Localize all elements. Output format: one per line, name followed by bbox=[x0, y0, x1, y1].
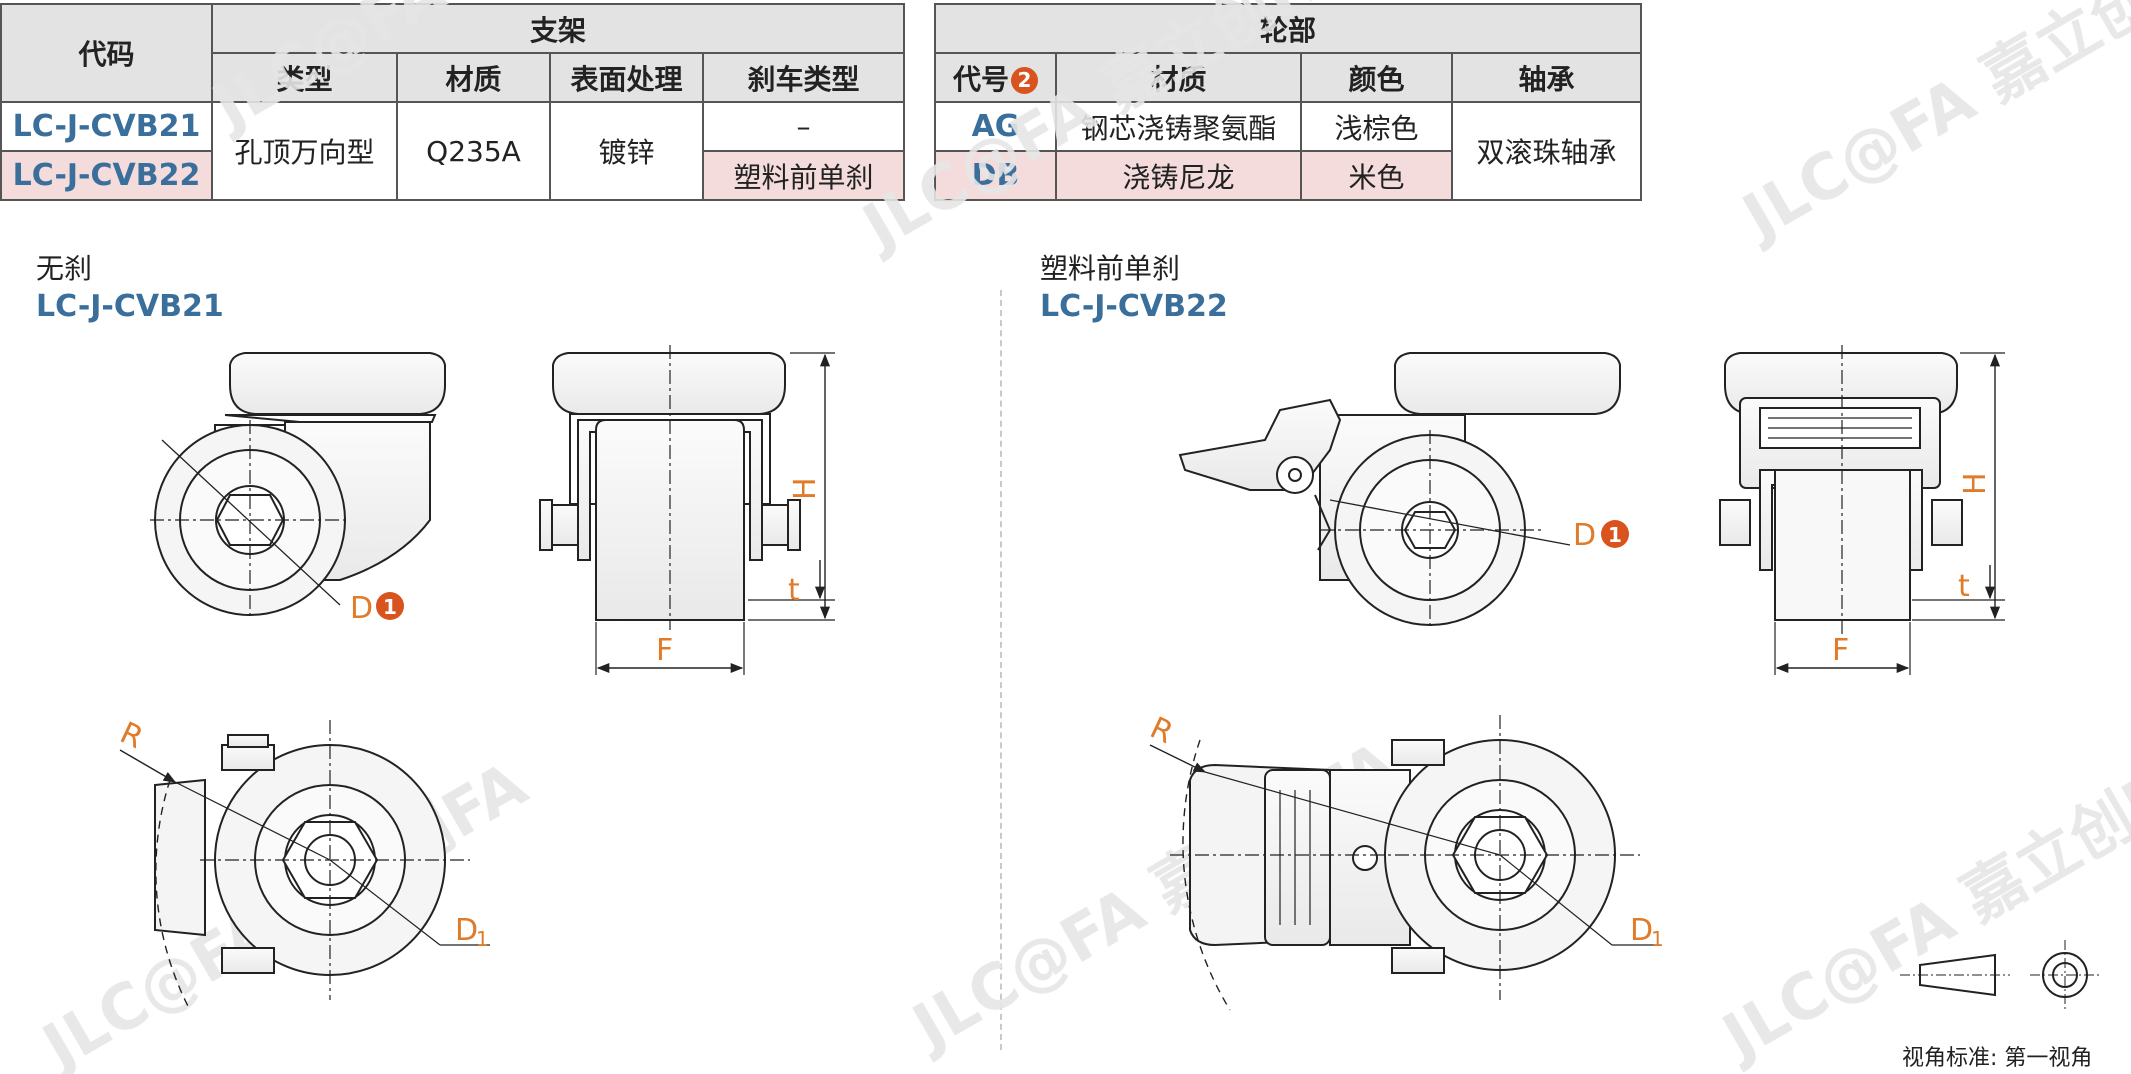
left-section-caption: 无刹 LC-J-CVB21 bbox=[36, 247, 224, 324]
table-row: LC-J-CVB21 孔顶万向型 Q235A 镀锌 – bbox=[0, 101, 906, 201]
material-header: 材质 bbox=[396, 52, 551, 103]
dim-f-right: F bbox=[1832, 633, 1849, 668]
wheel-code: DB bbox=[934, 150, 1057, 201]
wheel-color: 米色 bbox=[1300, 150, 1453, 201]
svg-text:JLC@FA 嘉立创FA: JLC@FA 嘉立创FA bbox=[1728, 0, 2131, 255]
dim-r-left: R bbox=[115, 716, 149, 757]
dim-r-right: R bbox=[1145, 711, 1179, 752]
dim-h-left: H bbox=[788, 477, 823, 500]
wheel-code: AG bbox=[934, 101, 1057, 152]
projection-standard-label: 视角标准: 第一视角 bbox=[1902, 1046, 2093, 1071]
right-section-caption: 塑料前单刹 LC-J-CVB22 bbox=[1040, 247, 1228, 324]
note-badge-number: 1 bbox=[1608, 523, 1622, 547]
table-row: LC-J-CVB22 塑料前单刹 bbox=[0, 150, 906, 201]
dim-d1-left: D bbox=[455, 913, 478, 948]
front-view-with-brake bbox=[1719, 345, 2005, 675]
wheel-group-header: 轮部 bbox=[933, 3, 1643, 54]
surface-header: 表面处理 bbox=[549, 52, 704, 103]
brake-type: – bbox=[701, 101, 906, 152]
dim-d-left: D bbox=[350, 591, 373, 626]
brake-type: 塑料前单刹 bbox=[701, 150, 906, 201]
left-section-code: LC-J-CVB21 bbox=[36, 289, 224, 324]
note-badge: 2 bbox=[1011, 67, 1038, 94]
product-code: LC-J-CVB21 bbox=[0, 101, 213, 152]
bearing-header: 轴承 bbox=[1450, 52, 1643, 103]
dim-f-left: F bbox=[656, 633, 673, 668]
dim-d1-right: D bbox=[1630, 913, 1653, 948]
wheel-material: 钢芯浇铸聚氨酯 bbox=[1055, 101, 1302, 152]
type-header: 类型 bbox=[211, 52, 398, 103]
svg-text:JLC@FA 嘉立创FA: JLC@FA 嘉立创FA bbox=[1708, 738, 2131, 1074]
left-section-title: 无刹 bbox=[36, 252, 93, 285]
svg-text:JLC@FA 嘉立创FA: JLC@FA 嘉立创FA bbox=[848, 0, 1359, 265]
note-badge-number: 1 bbox=[383, 595, 397, 619]
right-section-title: 塑料前单刹 bbox=[1040, 252, 1181, 285]
side-view-no-brake bbox=[150, 352, 446, 620]
dim-d1-left-sub: 1 bbox=[476, 927, 489, 951]
code-header: 代码 bbox=[0, 3, 213, 103]
first-angle-projection-symbol bbox=[1900, 940, 2100, 1010]
brake-header: 刹车类型 bbox=[701, 52, 906, 103]
dim-d-right: D bbox=[1573, 518, 1596, 553]
dimension-labels: D 1 H t F R D 1 D 1 H t F R D 1 bbox=[115, 472, 1993, 951]
frame-material: Q235A bbox=[396, 101, 551, 201]
top-view-no-brake bbox=[119, 720, 490, 1011]
front-view-no-brake bbox=[539, 345, 835, 675]
dim-d1-right-sub: 1 bbox=[1651, 927, 1664, 951]
dim-t-left: t bbox=[788, 573, 800, 608]
wheel-color-header: 颜色 bbox=[1300, 52, 1453, 103]
wheel-material: 浇铸尼龙 bbox=[1055, 150, 1302, 201]
side-view-with-brake bbox=[1178, 352, 1621, 630]
frame-spec-table: 代码 支架 类型 材质 表面处理 刹车类型 LC-J-CVB21 孔顶万向型 Q… bbox=[0, 3, 906, 201]
note-badge bbox=[1601, 520, 1629, 548]
dim-t-right: t bbox=[1958, 569, 1970, 604]
top-view-with-brake bbox=[1149, 715, 1660, 1011]
wheel-material-header: 材质 bbox=[1055, 52, 1302, 103]
table-row: AG 钢芯浇铸聚氨酯 浅棕色 双滚珠轴承 bbox=[934, 101, 1643, 201]
wheel-color: 浅棕色 bbox=[1300, 101, 1453, 152]
frame-group-header: 支架 bbox=[210, 3, 906, 54]
dim-h-right: H bbox=[1958, 472, 1993, 495]
section-divider bbox=[1000, 290, 1002, 1050]
bearing-type: 双滚珠轴承 bbox=[1450, 101, 1643, 201]
svg-text:JLC@FA 嘉立创FA: JLC@FA 嘉立创FA bbox=[198, 0, 709, 145]
table-row: DB 浇铸尼龙 米色 bbox=[934, 150, 1641, 201]
note-badge bbox=[376, 592, 404, 620]
frame-surface: 镀锌 bbox=[549, 101, 704, 201]
right-section-code: LC-J-CVB22 bbox=[1040, 289, 1228, 324]
product-code: LC-J-CVB22 bbox=[0, 150, 213, 201]
frame-type: 孔顶万向型 bbox=[211, 101, 398, 201]
